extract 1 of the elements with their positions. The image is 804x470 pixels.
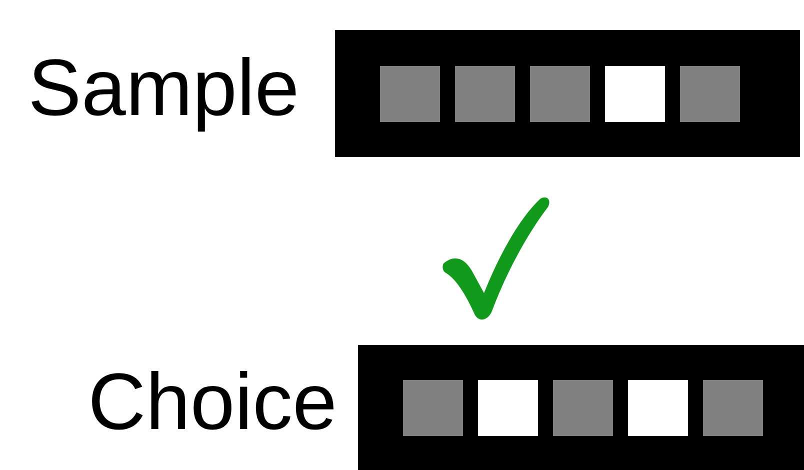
- row-label: Choice: [88, 362, 338, 442]
